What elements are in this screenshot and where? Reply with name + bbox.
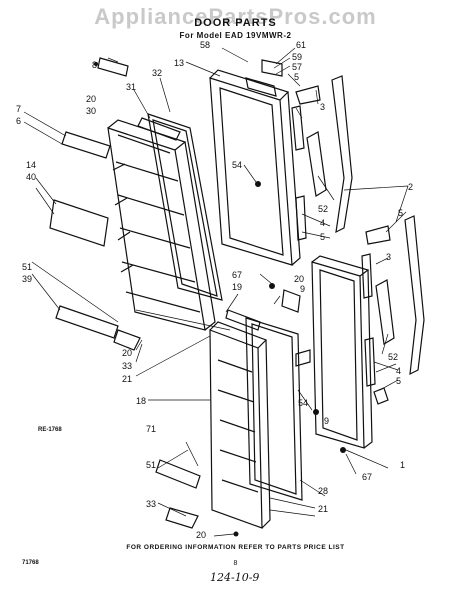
callout-20c: 20 [122,348,132,358]
callout-5c: 5 [320,232,325,242]
callout-21b: 21 [318,504,328,514]
callout-2: 2 [408,182,413,192]
freezer-outer-panel [209,77,293,266]
fresh-food-gasket [245,317,303,501]
shelf-bin-40 [49,199,109,247]
callout-32: 32 [152,68,162,78]
callout-57: 57 [292,62,302,72]
callout-59: 59 [292,52,302,62]
freezer-gasket [147,113,223,301]
callout-7: 7 [16,104,21,114]
callout-4a: 4 [320,218,325,228]
callout-30: 30 [86,106,96,116]
page-number: 8 [233,560,238,567]
callout-58: 58 [200,40,210,50]
callout-67b: 67 [362,472,372,482]
callout-5b: 5 [398,208,403,218]
callout-67a: 67 [232,270,242,280]
callout-18: 18 [136,396,146,406]
handwritten-note: 124-10-9 [210,571,260,584]
callout-1: 1 [400,460,405,470]
callout-20d: 20 [196,530,206,540]
shelf-rail-39 [55,305,119,339]
callout-8a: 8 [92,60,97,70]
callout-51b: 51 [146,460,156,470]
corner-code: 71768 [22,560,39,566]
callout-33b: 33 [146,499,156,509]
callout-71: 71 [146,424,156,434]
callout-19: 19 [232,282,242,292]
callout-40: 40 [26,172,36,182]
hinge-pin-8 [97,57,129,77]
callout-39: 39 [22,274,32,284]
callout-61: 61 [296,40,306,50]
callout-5a: 5 [294,72,299,82]
callout-51a: 51 [22,262,32,272]
freezer-handle [331,75,353,234]
callout-54a: 54 [232,160,242,170]
callout-6: 6 [16,116,21,126]
callout-52b: 52 [388,352,398,362]
diagram-title: DOOR PARTS [194,17,277,29]
site-watermark: AppliancePartsPros.com [94,4,377,29]
callout-8b: 9 [300,284,305,294]
callout-33a: 33 [122,361,132,371]
ordering-note: FOR ORDERING INFORMATION REFER TO PARTS … [126,544,345,551]
callout-52a: 52 [318,204,328,214]
figure-ref-code: RE-1768 [38,427,62,433]
shelf-rail-51 [155,459,201,489]
screw-54-upper [255,181,261,187]
diagram-subtitle: For Model EAD 19VMWR-2 [179,31,292,40]
callout-31: 31 [126,82,136,92]
callout-14: 14 [26,160,36,170]
callout-5d: 5 [396,376,401,386]
callout-13: 13 [174,58,184,68]
callout-4b: 4 [396,366,401,376]
top-hinge [295,85,321,105]
callout-9: 9 [324,416,329,426]
callout-21a: 21 [122,374,132,384]
callout-3a: 3 [320,102,325,112]
fresh-food-handle [404,215,425,376]
callout-20b: 20 [294,274,304,284]
callout-28: 28 [318,486,328,496]
callout-20a: 20 [86,94,96,104]
callout-3b: 3 [386,252,391,262]
shelf-rail-7 [61,131,111,159]
callout-54b: 54 [298,398,308,408]
